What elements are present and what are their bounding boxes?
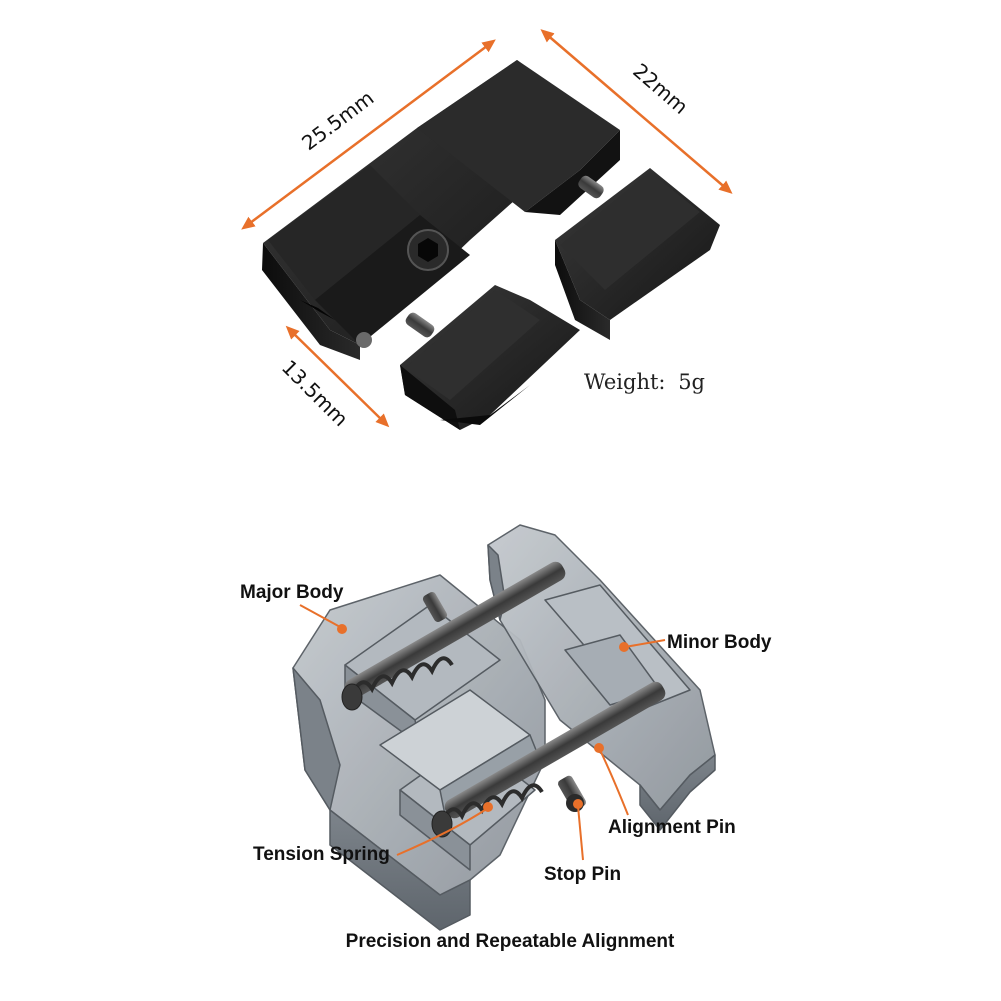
label-minor-body: Minor Body [667, 632, 772, 653]
lower-alignment-pin [444, 681, 666, 819]
callout-leaders [299, 604, 666, 861]
leader-dot-stop-pin [573, 799, 583, 809]
upper-pin-assembly [341, 561, 566, 711]
leader-minor-body [624, 639, 666, 648]
screw-end [356, 332, 372, 348]
upper-stop-pin [422, 591, 448, 623]
weight-value: 5g [678, 370, 705, 394]
leader-dot-minor-body [619, 642, 629, 652]
leader-major-body [299, 604, 343, 629]
minor-body-part [487, 524, 716, 831]
label-alignment-pin: Alignment Pin [608, 817, 736, 838]
weight-label: Weight: 5g [584, 370, 705, 394]
hex-screw [407, 229, 449, 271]
dimension-height-label: 13.5mm [277, 355, 353, 431]
leader-stop-pin [577, 805, 584, 861]
dimension-arrow-width [540, 29, 733, 194]
adapter-pin-lower [405, 312, 435, 338]
weight-label-text: Weight: [584, 370, 666, 394]
adapter-major-block [262, 60, 620, 360]
dimension-width-label: 22mm [628, 59, 692, 119]
upper-tension-spring [350, 656, 454, 696]
lower-spring-cap [431, 810, 453, 838]
lower-tension-spring [440, 783, 544, 823]
label-stop-pin: Stop Pin [544, 864, 621, 885]
dimension-arrow-length [241, 39, 496, 230]
dimension-arrow-height [285, 325, 390, 428]
upper-spring-cap [341, 683, 363, 711]
leader-tension-spring [396, 807, 489, 856]
leader-dot-tension-spring [483, 802, 493, 812]
label-major-body: Major Body [240, 582, 344, 603]
leader-dot-alignment-pin [594, 743, 604, 753]
dimension-arrows [241, 29, 733, 428]
diagram-caption: Precision and Repeatable Alignment [346, 931, 675, 952]
dimension-length-label: 25.5mm [297, 86, 378, 155]
label-tension-spring: Tension Spring [253, 844, 390, 865]
upper-alignment-pin [344, 561, 566, 699]
leader-alignment-pin [599, 749, 629, 816]
adapter-right-rail [555, 168, 720, 340]
adapter-front-rail [400, 285, 580, 430]
major-body-part [292, 574, 546, 931]
exploded-diagram [292, 524, 716, 931]
leader-dot-major-body [337, 624, 347, 634]
